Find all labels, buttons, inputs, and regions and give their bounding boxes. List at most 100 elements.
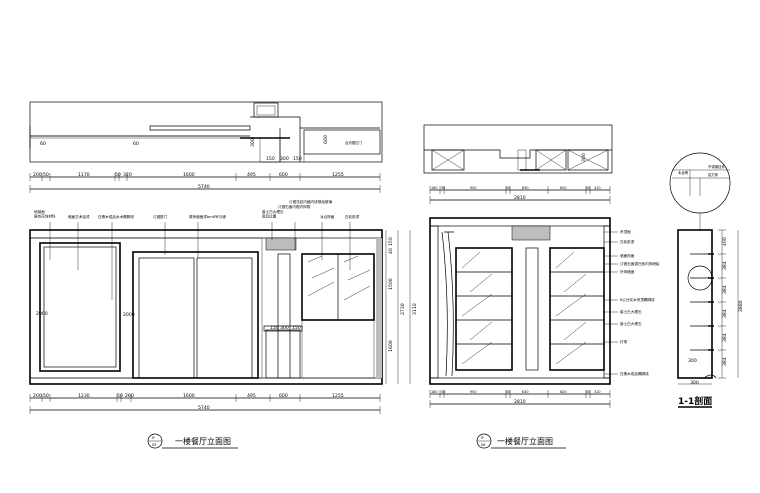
plan-a-dim-3: 1170 (78, 172, 90, 178)
annotation-b-1: 吊顶面 (620, 229, 631, 234)
lattice-door-left-leaf (138, 257, 195, 379)
section-top-label-2: 不锈钢挂件 (708, 164, 726, 169)
annotation-a-4: 订做推门 (153, 214, 168, 219)
title-badge-1-top: IF (152, 436, 155, 440)
plan-a: 合页推拉门 60 60 300 600 150 300 150 200 50 1… (29, 101, 383, 193)
elevation-a-bottom-dim-5: 260 (125, 393, 134, 399)
annotation-a-10: 白乳胶漆 (345, 214, 360, 219)
elevation-b-dim-8: 310 (594, 390, 600, 394)
plan-b-dim-4: 50 (506, 186, 510, 190)
section-dim-6: 384 (722, 357, 728, 366)
annotation-b-5: 外饰墙面 (620, 269, 635, 274)
annotation-b-7: 爵士白大理石 (620, 309, 642, 314)
elevation-a-bottom-dim-7: 495 (247, 393, 256, 399)
elevation-a-inner-dim-2: 300 (280, 325, 289, 331)
plan-a-cabinet (303, 129, 381, 155)
drawing-title-2: IF 06 一楼餐厅立面图 (476, 433, 566, 449)
plan-a-dim-5: 320 (123, 172, 132, 178)
title-badge-1-bottom: 05 (152, 443, 156, 447)
elevation-b-dim-7: 50 (586, 390, 590, 394)
marble-base (265, 329, 301, 379)
elevation-a-bottom-dim-8: 600 (279, 393, 288, 399)
elevation-a-wall-panels (29, 237, 263, 379)
elevation-b-dim-3: 950 (470, 390, 476, 394)
annotation-a-6: 爵士白大理石宽后位置 (262, 209, 284, 218)
section-dim-4: 384 (722, 309, 728, 318)
title-text-1: 一楼餐厅立面图 (175, 436, 231, 446)
plan-b-dim-7: 50 (586, 186, 590, 190)
curtain (441, 231, 454, 377)
annotation-a-3: 白橡木成品水木踢脚线 (98, 214, 134, 219)
plan-b-dim-8: 310 (594, 186, 600, 190)
elevation-a-inner-dim-3: 150 (292, 325, 301, 331)
plan-b: 300 180 50 950 50 630 620 50 310 2810 (423, 124, 613, 204)
elevation-b-dim-2: 50 (441, 390, 445, 394)
plan-b-dim-6: 620 (560, 186, 566, 190)
annotation-a-9: 冰点饰面 (320, 214, 335, 219)
decorative-column (277, 253, 291, 379)
elevation-a-bottom-dim-4: 50 (117, 393, 123, 399)
plan-a-note: 合页推拉门 (345, 140, 363, 145)
section-dim-2: 384 (722, 261, 728, 270)
drawing-title-1: IF 05 一楼餐厅立面图 (147, 433, 238, 449)
elevation-a: 地毯面原有花饰材料 墙面艺术油漆 白橡木成品水木踢脚线 订做推门 原有墙面漆bm… (29, 199, 418, 414)
elevation-a-left-dim-2: 2000 (123, 312, 135, 318)
elevation-b-frame (429, 217, 611, 385)
plan-a-side-dim-1: 300 (250, 138, 256, 147)
plan-a-side-dim-2: 600 (323, 135, 329, 144)
section-dim-5: 384 (722, 333, 728, 342)
elevation-a-bottom-dim-6: 1600 (183, 393, 195, 399)
plan-b-dim-2: 50 (441, 186, 445, 190)
elevation-b-dim-1: 180 (431, 390, 437, 394)
elevation-a-inner-dim-1: 150 (270, 325, 279, 331)
section-top-label-1: 木龙骨 (678, 170, 689, 175)
plan-a-dim-6: 1600 (183, 172, 195, 178)
title-badge-2-bottom: 06 (481, 443, 485, 447)
plan-b-dim-3: 950 (470, 186, 476, 190)
plan-a-dim-8: 600 (279, 172, 288, 178)
annotation-b-3: 墙面饰面 (620, 253, 635, 258)
plan-mark-1: 60 (40, 141, 46, 147)
section-dim-3: 384 (722, 285, 728, 294)
plan-a-total: 5740 (198, 184, 210, 190)
plan-a-outline (29, 101, 383, 163)
annotation-a-1: 地毯面原有花饰材料 (34, 209, 56, 218)
elevation-a-bottom-dim-9: 1255 (332, 393, 344, 399)
annotation-a-5: 原有墙面漆bm8号与墙 (189, 214, 226, 219)
elevation-a-ceiling-band (29, 229, 383, 239)
elevation-b: 吊顶面 白乳胶漆 墙面饰面 订做石面铜白色内饰喷绘 外饰墙面 6公分实木吊顶踢脚… (429, 217, 660, 408)
plan-a-dim-9: 1255 (332, 172, 344, 178)
plan-a-upper-dim-1: 150 (266, 156, 275, 162)
elevation-a-bottom-dim-1: 200 (33, 393, 42, 399)
plan-a-dim-7: 495 (247, 172, 256, 178)
plan-a-dim-1: 200 (33, 172, 42, 178)
annotation-b-8: 爵士白大理石 (620, 321, 642, 326)
elevation-b-decorative-column (525, 247, 539, 371)
annotation-b-4: 订做石面铜白色内饰喷绘 (620, 261, 660, 266)
elevation-a-bottom-dim-2: 50 (43, 393, 49, 399)
lattice-door (132, 251, 259, 379)
annotation-b-2: 白乳胶漆 (620, 239, 635, 244)
annotation-a-7: 订做石面内框内饰物 (278, 204, 311, 209)
section-top-label-3: 铝方条 (708, 172, 719, 177)
plan-a-dim-2: 50 (43, 172, 49, 178)
elevation-b-total: 2810 (514, 399, 526, 405)
elevation-a-right-dim-3: 2730 (400, 303, 406, 315)
elevation-a-frame (29, 229, 383, 385)
plan-b-dim-5: 630 (522, 186, 528, 190)
plan-mark-2: 60 (133, 141, 139, 147)
annotation-a-8: 订做花纹内格内线喷绘玻璃 (289, 199, 333, 204)
section-height: 2880 (738, 300, 744, 312)
floral-art-panel (39, 242, 121, 372)
elevation-a-right-dim-4: 3110 (412, 303, 418, 315)
section-dim-1: 400 (722, 237, 728, 246)
elevation-a-right-dim-5: 150 (388, 237, 394, 246)
plan-a-dim-4: 50 (115, 172, 121, 178)
elevation-a-total: 5740 (198, 405, 210, 411)
elevation-b-dim-6: 620 (560, 390, 566, 394)
annotation-b-9: 灯带 (620, 339, 628, 344)
section-1-1: 木龙骨 不锈钢挂件 铝方条 400 384 384 384 384 384 30… (669, 152, 744, 408)
glass-cabinet-right (549, 247, 605, 371)
elevation-a-right-dim-6: 40 (388, 248, 394, 254)
